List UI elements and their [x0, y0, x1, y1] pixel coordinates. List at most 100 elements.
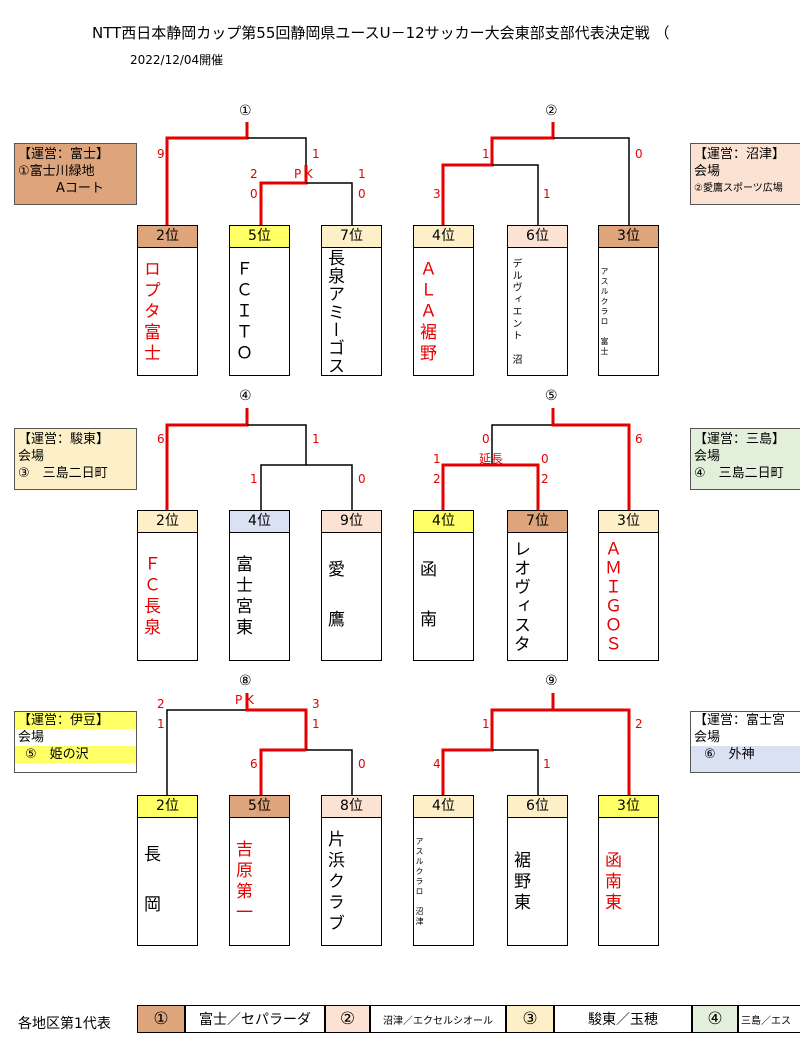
venue-court: Aコート	[56, 181, 104, 196]
team-name: ＦＣＩＴＯ	[232, 259, 252, 365]
venue-name: ⑥ 外神	[704, 747, 755, 762]
venue-label: 会場	[18, 449, 45, 464]
venue-name: ⑤ 姫の沢	[15, 746, 136, 763]
score: 1	[312, 717, 320, 731]
score: 0	[482, 432, 490, 446]
score: 1	[312, 147, 320, 161]
rank-label: 2位	[138, 796, 197, 818]
score: 1	[482, 147, 490, 161]
score: 1	[543, 187, 551, 201]
rank-label: 4位	[414, 511, 473, 533]
team-box: 4位 富士宮東	[229, 510, 290, 661]
match-number: ⑧	[239, 673, 252, 689]
team-name: アスルクラロ 沼津	[415, 837, 424, 927]
team-name: 富士宮東	[232, 555, 252, 639]
team-box: 3位 アスルクラロ 富士	[598, 225, 659, 376]
team-name: 裾野東	[510, 850, 530, 914]
score: 0	[358, 757, 366, 771]
score: 4	[433, 757, 441, 771]
team-name: 函南東	[601, 850, 621, 914]
venue-box: 【運営：富士宮 会場 ⑥ 外神	[690, 711, 800, 773]
team-box: 3位 ＡＭＩＧＯＳ	[598, 510, 659, 661]
page-title: NTT西日本静岡カップ第55回静岡県ユースU－12サッカー大会東部支部代表決定戦…	[92, 24, 670, 42]
team-name: 長 岡	[140, 844, 160, 920]
score: 6	[250, 757, 258, 771]
score: 9	[157, 147, 165, 161]
venue-box: 【運営：沼津】 会場 ②愛鷹スポーツ広場	[690, 143, 800, 205]
team-name: 函 南	[416, 559, 436, 635]
venue-operator: 【運営：沼津】	[694, 147, 786, 162]
team-box: 2位 ＦＣ長泉	[137, 510, 198, 661]
venue-name: ③ 三島二日町	[18, 466, 108, 481]
footer-team: 富士／セパラーダ	[185, 1005, 325, 1033]
team-box: 8位 片浜クラブ	[321, 795, 382, 946]
score: 2	[157, 697, 165, 711]
score: 0	[358, 187, 366, 201]
venue-box: 【運営：駿東】 会場 ③ 三島二日町	[14, 428, 137, 490]
footer-team: 駿東／玉穂	[554, 1005, 692, 1033]
match-number: ②	[545, 103, 558, 119]
score: 6	[635, 432, 643, 446]
team-name: ＦＣ長泉	[140, 555, 160, 639]
match-number: ⑤	[545, 388, 558, 404]
match-number: ①	[239, 103, 252, 119]
footer-number: ③	[506, 1005, 554, 1033]
venue-operator: 【運営：三島】	[694, 432, 786, 447]
footer-team: 沼津／エクセルシオール	[370, 1005, 506, 1033]
team-box: 2位 ロプタ富士	[137, 225, 198, 376]
venue-operator: 【運営：富士】	[18, 147, 110, 162]
rank-label: 3位	[599, 511, 658, 533]
score: 1	[482, 717, 490, 731]
team-box: 3位 函南東	[598, 795, 659, 946]
rank-label: 2位	[138, 511, 197, 533]
match-number: ④	[239, 388, 252, 404]
team-box: 2位 長 岡	[137, 795, 198, 946]
score: 2	[635, 717, 643, 731]
score: 1	[433, 452, 441, 466]
rank-label: 3位	[599, 226, 658, 248]
team-box: 4位 函 南	[413, 510, 474, 661]
rank-label: 9位	[322, 511, 381, 533]
team-box: 5位 吉原第一	[229, 795, 290, 946]
team-name: ＡＭＩＧＯＳ	[601, 540, 621, 654]
footer-number: ④	[692, 1005, 738, 1033]
team-name: ロプタ富士	[140, 259, 160, 365]
venue-label: 会場	[691, 729, 800, 746]
venue-operator: 【運営：富士宮	[691, 712, 800, 729]
rank-label: 5位	[230, 226, 289, 248]
score: 0	[635, 147, 643, 161]
footer-number: ②	[325, 1005, 370, 1033]
score: 6	[157, 432, 165, 446]
score: 1	[157, 717, 165, 731]
rank-label: 6位	[508, 796, 567, 818]
score: 3	[312, 697, 320, 711]
pk-label: P K	[294, 167, 313, 181]
score: 2	[541, 472, 549, 486]
footer-number: ①	[137, 1005, 185, 1033]
overtime-label: 延長	[479, 452, 504, 466]
team-box: 7位 長泉アミーゴス	[321, 225, 382, 376]
venue-operator: 【運営：伊豆】	[15, 712, 136, 729]
score: 0	[541, 452, 549, 466]
team-name: 長泉アミーゴス	[324, 249, 344, 375]
team-box: 6位 裾野東	[507, 795, 568, 946]
match-number: ⑨	[545, 673, 558, 689]
venue-box: 【運営：三島】 会場 ④ 三島二日町	[690, 428, 800, 490]
team-name: 愛 鷹	[324, 559, 344, 635]
score: 1	[312, 432, 320, 446]
venue-label: 会場	[694, 449, 721, 464]
score: 3	[433, 187, 441, 201]
rank-label: 4位	[414, 226, 473, 248]
footer-team: 三島／エス	[738, 1005, 800, 1033]
score: 0	[358, 472, 366, 486]
team-name: ＡＬＡ裾野	[416, 259, 436, 365]
score: 1	[250, 472, 258, 486]
score: 1	[543, 757, 551, 771]
venue-label: 会場	[18, 730, 45, 745]
rank-label: 7位	[322, 226, 381, 248]
team-name: デルヴィエント 沼	[510, 258, 521, 366]
rank-label: 4位	[414, 796, 473, 818]
score: 2	[433, 472, 441, 486]
team-name: レオヴィスタ	[510, 540, 530, 654]
team-box: 4位 アスルクラロ 沼津	[413, 795, 474, 946]
